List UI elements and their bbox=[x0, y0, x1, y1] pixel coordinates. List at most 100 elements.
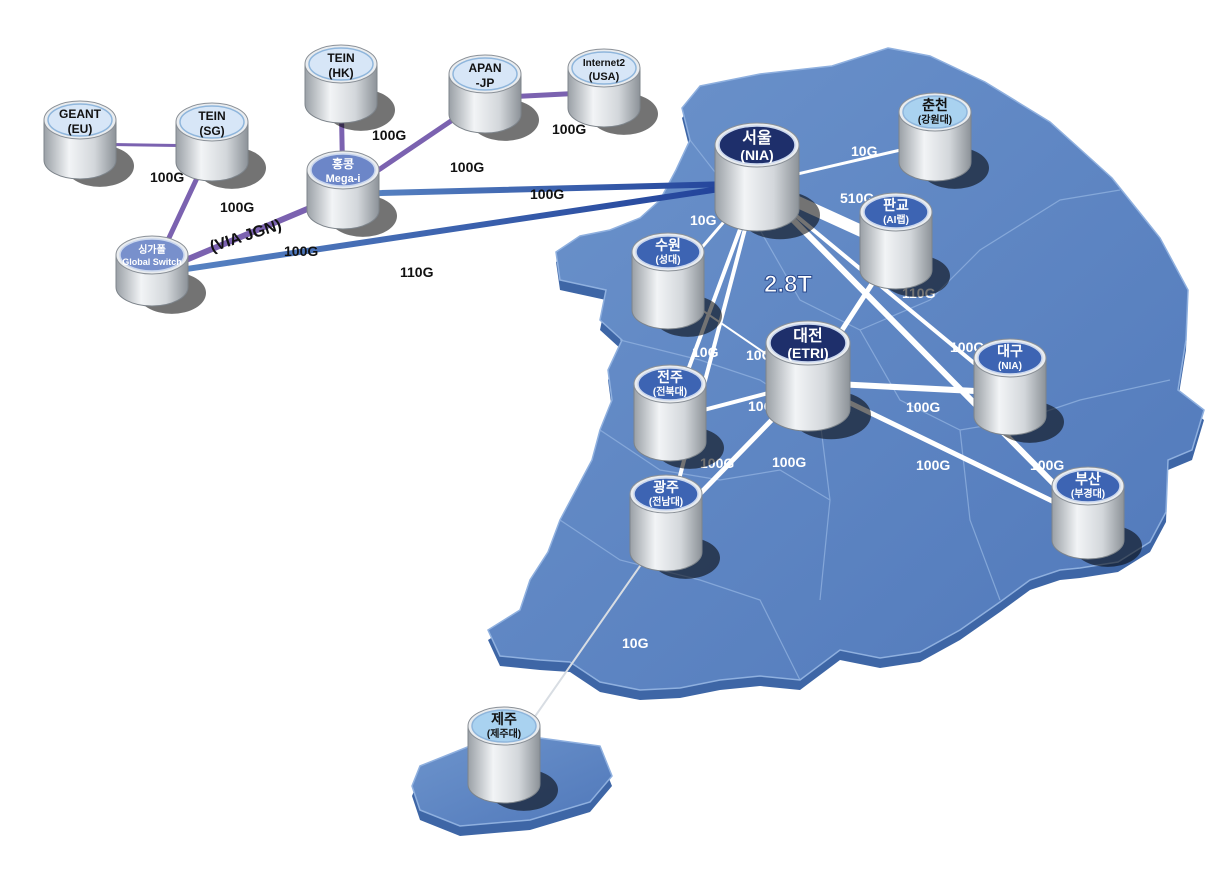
node-org: (강원대) bbox=[918, 113, 952, 126]
node-name: APAN bbox=[468, 61, 501, 75]
node-pangyo[interactable]: 판교(AI랩) bbox=[859, 192, 950, 297]
node-tein-hk[interactable]: TEIN(HK) bbox=[304, 44, 395, 131]
node-name: 대구 bbox=[997, 343, 1023, 359]
node-body bbox=[629, 493, 703, 572]
node-cap bbox=[310, 153, 376, 187]
link-label-hongkong-seoul: 100G bbox=[530, 186, 564, 202]
node-org: (AI랩) bbox=[883, 214, 909, 226]
node-daejeon[interactable]: 대전(ETRI) bbox=[765, 320, 871, 440]
node-body bbox=[714, 144, 800, 232]
node-daegu[interactable]: 대구 (NIA) bbox=[973, 338, 1064, 443]
link-label-seoul-jeonju: 10G bbox=[692, 344, 719, 360]
node-org: -JP bbox=[476, 76, 495, 90]
node-cap bbox=[769, 323, 847, 363]
link-label-gwangju-jeju: 10G bbox=[622, 635, 649, 651]
link-label-hk-hongkong: 100G bbox=[372, 127, 406, 143]
node-cap bbox=[863, 195, 929, 229]
node-org: (제주대) bbox=[487, 727, 521, 740]
node-body bbox=[973, 357, 1047, 436]
node-org: (NIA) bbox=[998, 361, 1022, 372]
node-cap bbox=[635, 235, 701, 269]
link-label-apan-internet2: 100G bbox=[552, 121, 586, 137]
node-cap bbox=[1055, 469, 1121, 503]
link-label-singapore-seoul: 110G bbox=[400, 264, 434, 280]
node-name: 광주 bbox=[653, 479, 679, 495]
node-name: 싱가폴 bbox=[138, 243, 166, 256]
link-label-daejeon-daegu: 100G bbox=[906, 399, 940, 415]
link-seoul-gwangju bbox=[664, 181, 759, 531]
node-name: 판교 bbox=[883, 197, 909, 213]
node-org: (USA) bbox=[589, 71, 620, 83]
node-org: (전남대) bbox=[649, 495, 683, 508]
node-name: 춘천 bbox=[922, 97, 948, 113]
node-body bbox=[633, 383, 707, 462]
node-cap bbox=[119, 238, 185, 272]
node-name: TEIN bbox=[198, 109, 225, 123]
nodes: GEANT(EU)TEIN(SG)TEIN(HK)APAN-JPInternet… bbox=[43, 44, 1143, 811]
node-org: (HK) bbox=[328, 66, 353, 80]
node-name: 부산 bbox=[1075, 471, 1101, 487]
node-org: (전북대) bbox=[653, 385, 687, 398]
node-geant[interactable]: GEANT(EU) bbox=[43, 100, 134, 187]
node-cap bbox=[452, 57, 518, 91]
node-apan[interactable]: APAN-JP bbox=[448, 54, 539, 141]
node-body bbox=[467, 725, 541, 804]
total-capacity-label: 2.8T bbox=[764, 271, 812, 298]
node-name: 서울 bbox=[742, 129, 772, 147]
node-cap bbox=[571, 51, 637, 85]
node-name: Internet2 bbox=[583, 58, 626, 69]
node-cap bbox=[977, 341, 1043, 375]
node-org: (NIA) bbox=[740, 147, 773, 163]
node-body bbox=[1051, 485, 1125, 560]
node-name: 대전 bbox=[793, 327, 822, 345]
node-cap bbox=[637, 367, 703, 401]
node-name: 제주 bbox=[491, 711, 517, 727]
node-cap bbox=[308, 47, 374, 81]
link-hongkong-seoul bbox=[340, 180, 760, 197]
link-label-sg-singapore: 100G bbox=[220, 199, 254, 215]
node-busan[interactable]: 부산(부경대) bbox=[1051, 466, 1143, 567]
node-org: (SG) bbox=[199, 124, 224, 138]
node-name: 홍콩 bbox=[332, 156, 354, 171]
node-cap bbox=[47, 103, 113, 137]
node-jeonju[interactable]: 전주(전북대) bbox=[633, 364, 724, 469]
node-body bbox=[859, 211, 933, 290]
link-label-seoul-suwon: 10G bbox=[690, 212, 717, 228]
node-name: 전주 bbox=[657, 369, 683, 385]
node-cap bbox=[179, 105, 245, 139]
link-label-singapore-hongkong: 100G bbox=[284, 243, 318, 259]
node-org: (성대) bbox=[655, 253, 680, 266]
node-org: Global Switch bbox=[122, 257, 182, 267]
link-label-geant-sg: 100G bbox=[150, 169, 184, 185]
node-suwon[interactable]: 수원(성대) bbox=[631, 232, 722, 337]
node-cap bbox=[902, 95, 968, 129]
node-name: TEIN bbox=[327, 51, 354, 65]
node-cap bbox=[718, 125, 796, 165]
node-jeju[interactable]: 제주(제주대) bbox=[467, 706, 558, 811]
node-cap bbox=[471, 709, 537, 743]
node-gwangju[interactable]: 광주(전남대) bbox=[629, 474, 720, 579]
node-body bbox=[898, 111, 972, 182]
node-chuncheon[interactable]: 춘천(강원대) bbox=[898, 92, 989, 189]
node-seoul[interactable]: 서울(NIA) bbox=[714, 122, 820, 240]
link-label-daejeon-gwangju: 100G bbox=[772, 454, 806, 470]
link-seoul-busan bbox=[754, 180, 1091, 522]
link-label-daejeon-busan: 100G bbox=[916, 457, 950, 473]
node-name: GEANT bbox=[59, 107, 102, 121]
link-label-seoul-daegu: 100G bbox=[950, 339, 984, 355]
node-cap bbox=[633, 477, 699, 511]
node-org: (ETRI) bbox=[787, 345, 828, 361]
via-jgn-label: (VIA JGN) bbox=[208, 217, 284, 256]
node-tein-sg[interactable]: TEIN(SG) bbox=[175, 102, 266, 189]
node-org: (부경대) bbox=[1071, 487, 1105, 500]
node-internet2[interactable]: Internet2 (USA) bbox=[567, 48, 658, 135]
link-label-seoul-busan: 100G bbox=[1030, 457, 1064, 473]
link-singapore-seoul bbox=[149, 180, 760, 278]
node-org: (EU) bbox=[68, 122, 93, 136]
node-body bbox=[631, 251, 705, 330]
